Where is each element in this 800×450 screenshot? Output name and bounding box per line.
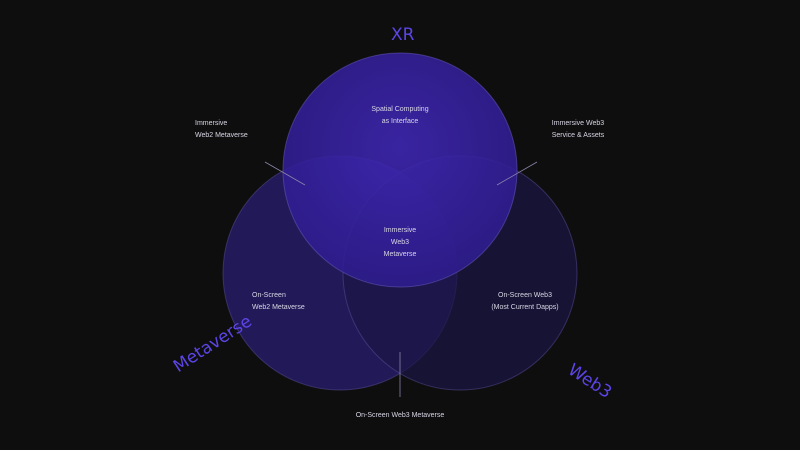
- label-web3-only: On-Screen Web3 (Most Current Dapps): [491, 292, 559, 311]
- pointer-line-xr-web3: [496, 161, 538, 186]
- xr-title: XR: [391, 25, 415, 45]
- pointer-line-xr-metaverse: [264, 161, 306, 186]
- label-metaverse-only: On-Screen Web2 Metaverse: [252, 292, 305, 311]
- label-xr-metaverse: Immersive Web2 Metaverse: [195, 120, 248, 139]
- label-xr-web3: Immersive Web3 Service & Assets: [551, 120, 605, 139]
- xr-circle: [282, 52, 518, 288]
- label-center: Immersive Web3 Metaverse: [383, 227, 417, 258]
- label-xr-only: Spatial Computing as Interface: [371, 106, 429, 125]
- label-metaverse-web3: On-Screen Web3 Metaverse: [355, 412, 445, 419]
